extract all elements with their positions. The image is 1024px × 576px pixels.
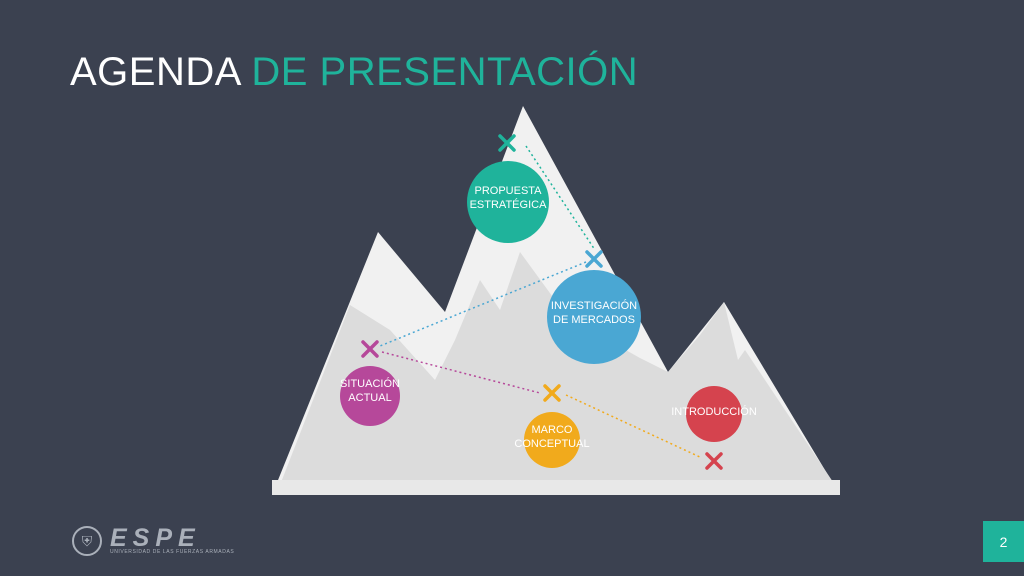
x-marker-icon — [498, 134, 516, 152]
label-marco: MARCO CONCEPTUAL — [502, 423, 602, 451]
page-number: 2 — [999, 533, 1008, 550]
label-line: INTRODUCCIÓN — [671, 406, 757, 418]
circle-introduccion — [686, 386, 742, 442]
label-line: ESTRATÉGICA — [469, 199, 547, 211]
x-marker-icon — [543, 384, 561, 402]
title-part-2: DE PRESENTACIÓN — [251, 50, 639, 94]
label-line: PROPUESTA — [474, 185, 542, 197]
shield-emblem-icon: ⛨ — [72, 526, 102, 556]
page-number-badge: 2 — [983, 521, 1024, 562]
logo-subtitle: UNIVERSIDAD DE LAS FUERZAS ARMADAS — [110, 549, 235, 555]
connector-line — [379, 261, 587, 347]
label-line: SITUACIÓN — [340, 378, 400, 390]
x-marker-icon — [585, 250, 603, 268]
circle-situacion — [340, 366, 400, 426]
logo-word: ESPE — [110, 524, 201, 552]
mountain-base — [272, 480, 840, 495]
label-line: INVESTIGACIÓN — [550, 300, 638, 312]
circle-investigacion — [547, 270, 641, 364]
label-introduccion: INTRODUCCIÓN — [664, 405, 764, 419]
espe-logo: ⛨ ESPE UNIVERSIDAD DE LAS FUERZAS ARMADA… — [72, 524, 234, 558]
label-situacion: SITUACIÓN ACTUAL — [320, 377, 420, 405]
label-propuesta: PROPUESTA ESTRATÉGICA — [458, 184, 558, 212]
x-marker-icon — [705, 452, 723, 470]
x-marker-icon — [361, 340, 379, 358]
circle-marco — [524, 412, 580, 468]
label-line: MARCO — [531, 424, 573, 436]
label-line: ACTUAL — [348, 392, 392, 404]
label-line: DE MERCADOS — [553, 314, 635, 326]
label-line: CONCEPTUAL — [514, 438, 590, 450]
circle-propuesta — [467, 161, 549, 243]
connector-line — [525, 145, 596, 251]
title-part-1: AGENDA — [70, 50, 240, 94]
connector-line — [381, 351, 541, 394]
label-investigacion: INVESTIGACIÓN DE MERCADOS — [544, 299, 644, 327]
page-title: AGENDA DE PRESENTACIÓN — [70, 50, 638, 95]
